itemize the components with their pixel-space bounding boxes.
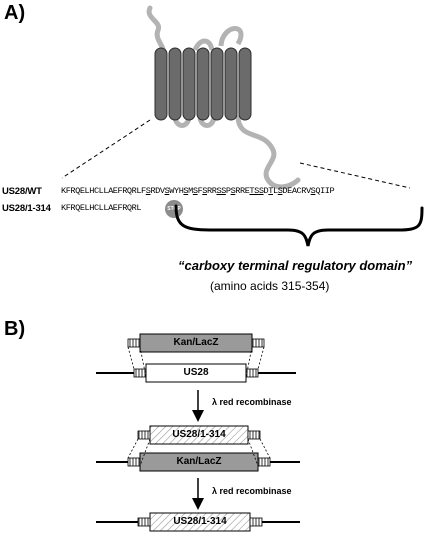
panel-b-label: B) bbox=[4, 318, 26, 340]
seq-segment: M bbox=[188, 186, 193, 196]
step-1 bbox=[96, 333, 296, 383]
seq-segment: RDV bbox=[150, 186, 165, 196]
phospho-site: S bbox=[164, 186, 170, 196]
seq-wt: KFRQELHCLLAEFRQRLFSRDVSWYHSMSFSRRSSPSRRE… bbox=[61, 186, 335, 196]
recombination-diagram bbox=[96, 333, 300, 532]
seq-segment: DEACRV bbox=[282, 186, 311, 196]
seq-segment: QIIP bbox=[315, 186, 335, 196]
panel-a-label: A) bbox=[4, 2, 26, 24]
flank-homology bbox=[251, 338, 265, 348]
phospho-site: S bbox=[183, 186, 189, 196]
seq-trunc-name: US28/1-314 bbox=[2, 203, 51, 214]
flank-homology bbox=[137, 430, 151, 440]
domain-subtitle: (amino acids 315-354) bbox=[210, 279, 330, 293]
seq-segment: WYH bbox=[169, 186, 184, 196]
enzyme-label-1: λ red recombinase bbox=[212, 397, 292, 407]
intracellular-loop bbox=[197, 117, 217, 128]
phospho-site: S bbox=[310, 186, 316, 196]
phospho-site: S bbox=[192, 186, 198, 196]
c-terminal-tail bbox=[235, 115, 301, 190]
stop-label: STOP bbox=[167, 206, 181, 212]
flank-homology bbox=[137, 517, 151, 527]
seq-segment: P bbox=[225, 186, 231, 196]
kan-lacz-label-2: Kan/LacZ bbox=[176, 456, 222, 467]
seq-segment: RRE bbox=[235, 186, 250, 196]
phospho-site: S bbox=[230, 186, 236, 196]
phospho-site: S bbox=[277, 186, 283, 196]
seq-segment: F bbox=[197, 186, 203, 196]
us28-trunc-label-1: US28/1-314 bbox=[172, 429, 226, 440]
kan-lacz-label-1: Kan/LacZ bbox=[173, 337, 219, 348]
transmembrane-helices bbox=[154, 47, 252, 121]
phospho-site: S bbox=[202, 186, 208, 196]
domain-title: “carboxy terminal regulatory domain” bbox=[178, 258, 413, 273]
stop-badge: STOP bbox=[165, 200, 183, 218]
flank-homology bbox=[249, 517, 263, 527]
seq-segment: RR bbox=[207, 186, 217, 196]
flank-homology bbox=[257, 457, 271, 467]
extracellular-loop bbox=[192, 38, 215, 52]
flank-homology bbox=[247, 430, 261, 440]
phospho-site: S bbox=[145, 186, 151, 196]
us28-label: US28 bbox=[183, 367, 209, 378]
seq-segment: D bbox=[263, 186, 269, 196]
step-3 bbox=[96, 512, 300, 532]
seq-wt-name: US28/WT bbox=[2, 186, 42, 197]
zoom-line-left bbox=[61, 119, 151, 179]
seq-segment: L bbox=[272, 186, 278, 196]
us28-trunc-label-2: US28/1-314 bbox=[173, 516, 227, 527]
flank-homology bbox=[133, 368, 147, 378]
seq-segment: KFRQELHCLLAEFRQRLF bbox=[61, 186, 146, 196]
flank-homology bbox=[245, 368, 259, 378]
zoom-line-right bbox=[299, 162, 411, 189]
step-2 bbox=[96, 425, 300, 472]
receptor-diagram bbox=[61, 5, 411, 190]
phospho-site: TSS bbox=[249, 186, 264, 196]
enzyme-label-2: λ red recombinase bbox=[212, 486, 292, 496]
phospho-site: SS bbox=[216, 186, 226, 196]
phospho-site: T bbox=[268, 186, 273, 196]
seq-trunc: KFRQELHCLLAEFRQRL bbox=[61, 203, 142, 213]
flank-homology bbox=[127, 338, 141, 348]
flank-homology bbox=[127, 457, 141, 467]
extracellular-loop bbox=[218, 26, 244, 47]
domain-brace bbox=[174, 204, 424, 247]
